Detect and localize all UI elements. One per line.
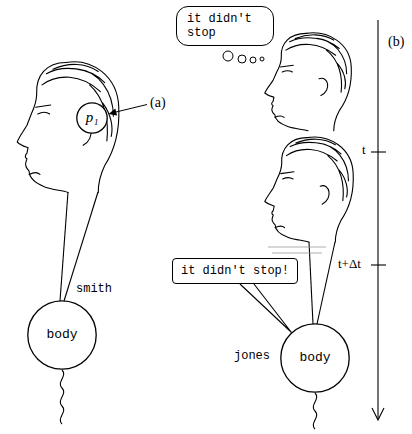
body-label: body [299,351,330,366]
time-axis [371,20,386,420]
thought-text: it didn't stop [187,12,259,40]
memory-circle: p₁ [76,102,108,134]
motion-lines [268,247,326,253]
circle-outline [77,103,107,133]
part-label: (a) [150,95,166,110]
speech-bubble: it didn't stop! [172,258,298,284]
body-circle: smithbody [27,300,97,370]
speech-tail [240,284,291,332]
head-profile [17,62,119,193]
person-name: smith [76,283,112,297]
body-circle: jonesbody [280,323,350,393]
circle-outline [281,324,349,392]
squiggle-tail [60,370,316,429]
head-profile [265,137,353,242]
body-label: body [46,328,77,343]
neck-lines [60,192,335,324]
time-label: t [362,143,366,157]
leader-arrow [109,105,148,116]
head-profile [265,33,352,131]
part-label: (b) [388,34,404,49]
time-label: t+Δt [338,257,361,271]
person-name: jones [234,350,270,364]
memory-label: p₁ [86,109,99,126]
speech-text: it didn't stop! [181,264,289,278]
circle-outline [28,301,96,369]
thought-bubble: it didn't stop [176,6,274,46]
thought-dots [223,51,264,63]
